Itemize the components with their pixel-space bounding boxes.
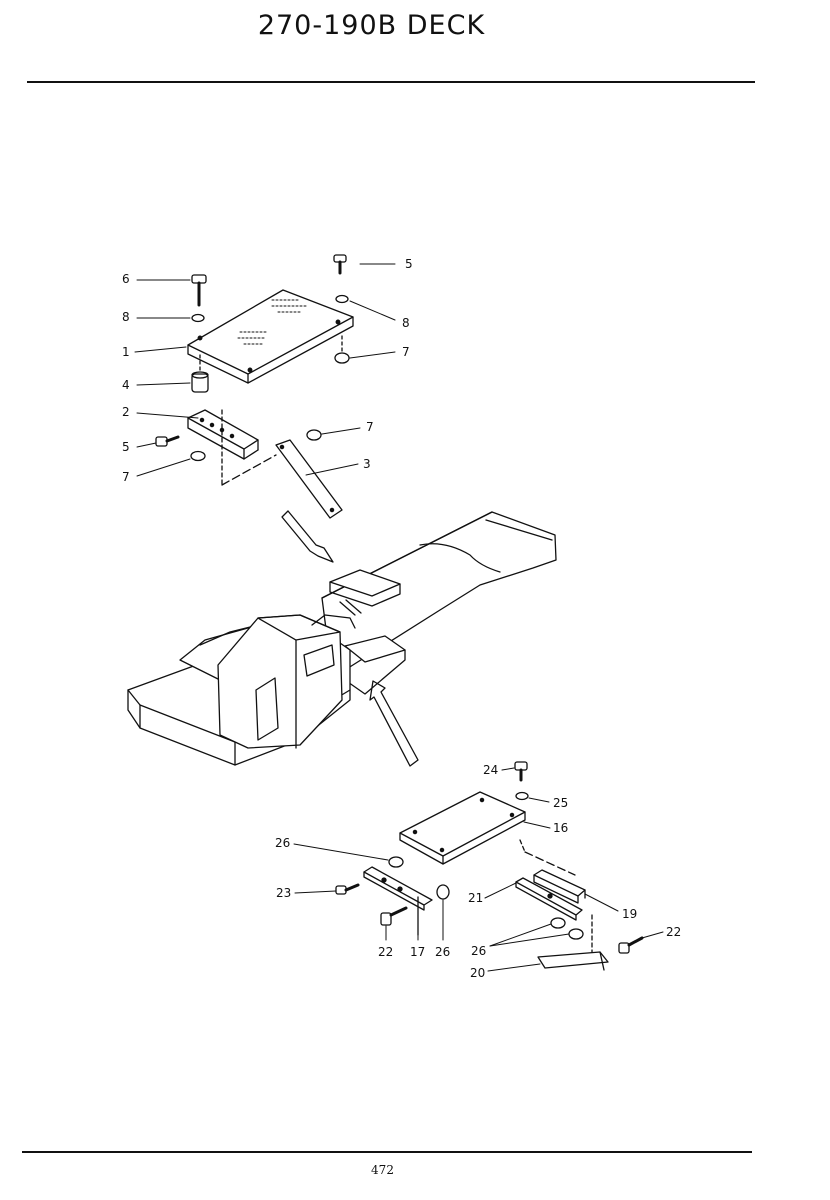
stay-part-20 (537, 951, 609, 971)
callout-20: 20 (470, 966, 485, 980)
page-number: 472 (371, 1163, 394, 1177)
callout-26-middle: 26 (435, 945, 450, 959)
stay-part-3 (221, 439, 343, 519)
bracket-part-2 (187, 409, 259, 486)
washer-part-25 (515, 791, 529, 801)
callout-22-right: 22 (666, 925, 681, 939)
callout-26-lower: 26 (471, 944, 486, 958)
bolt-part-5-top (333, 254, 347, 275)
bolt-part-6 (191, 274, 207, 307)
callout-24: 24 (483, 763, 498, 777)
bracket-part-17 (363, 866, 433, 936)
callout-6: 6 (122, 272, 130, 286)
callout-26-upper: 26 (275, 836, 290, 850)
callout-21: 21 (468, 891, 483, 905)
page-title: 270-190B DECK (257, 10, 486, 41)
callout-7-left: 7 (122, 470, 130, 484)
nut-part-26-upper (388, 856, 404, 868)
callout-1: 1 (122, 345, 130, 359)
callout-22-left: 22 (378, 945, 393, 959)
nut-part-7-right (334, 335, 350, 364)
bolt-part-24 (514, 761, 528, 782)
top-rule (27, 81, 755, 83)
bolt-part-22-left (380, 906, 408, 926)
install-arrow-upper (281, 510, 334, 563)
callout-8-left: 8 (122, 310, 130, 324)
callout-7-right: 7 (402, 345, 410, 359)
deck-plate-part-1 (187, 289, 354, 384)
callout-17: 17 (410, 945, 425, 959)
install-arrow-lower (369, 680, 419, 767)
callout-25: 25 (553, 796, 568, 810)
nut-part-7-left (190, 450, 206, 462)
leader-lines (134, 263, 664, 972)
callout-5-left: 5 (122, 440, 130, 454)
deck-plate-part-16 (399, 791, 576, 876)
callout-5-top: 5 (405, 257, 413, 271)
spacer-part-4 (191, 354, 209, 393)
bolt-part-22-right (618, 936, 644, 954)
washer-part-8-right (335, 294, 349, 304)
callout-16: 16 (553, 821, 568, 835)
callout-3: 3 (363, 457, 371, 471)
nut-part-7-middle (306, 429, 322, 441)
nut-part-26-lower-a (550, 917, 566, 929)
callout-19: 19 (622, 907, 637, 921)
nut-part-26-lower-b (568, 928, 584, 940)
callout-4: 4 (122, 378, 130, 392)
callout-23: 23 (276, 886, 291, 900)
bolt-part-5-left (155, 435, 180, 447)
excavator-upper-structure (127, 511, 557, 766)
nut-part-26-middle (436, 884, 450, 900)
bolt-part-23 (335, 883, 360, 895)
callout-2: 2 (122, 405, 130, 419)
callout-7-middle: 7 (366, 420, 374, 434)
bottom-rule (22, 1151, 752, 1153)
washer-part-8-left (191, 313, 205, 323)
bracket-part-19 (533, 869, 586, 904)
callout-8-right: 8 (402, 316, 410, 330)
